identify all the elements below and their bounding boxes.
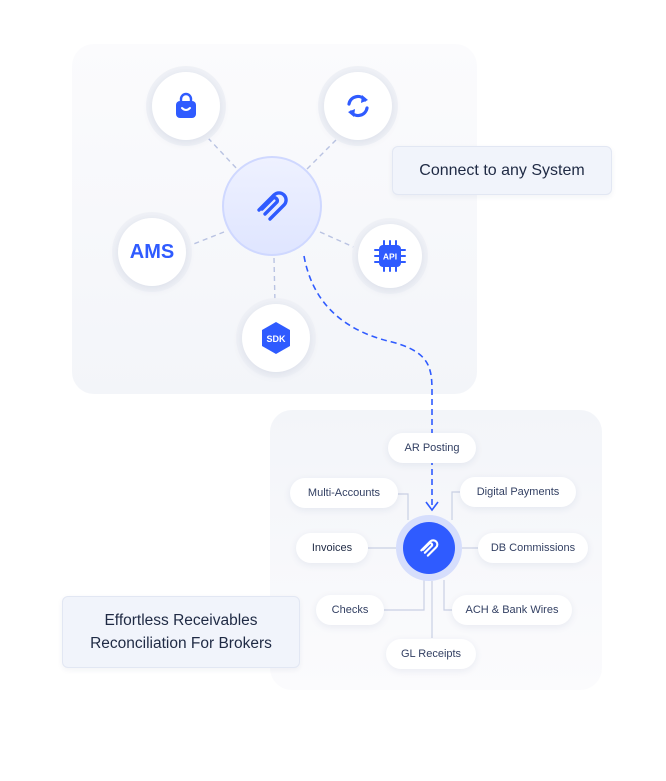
- api-chip-icon: API: [374, 240, 406, 272]
- effortless-callout: Effortless Receivables Reconciliation Fo…: [62, 596, 300, 668]
- connector-sdk: [273, 257, 276, 305]
- pill-checks: Checks: [316, 595, 384, 625]
- effortless-callout-text: Effortless Receivables Reconciliation Fo…: [90, 609, 272, 655]
- pill-ar-posting: AR Posting: [388, 433, 476, 463]
- ams-label: AMS: [129, 240, 175, 263]
- pill-ach-bank-wires: ACH & Bank Wires: [452, 595, 572, 625]
- pill-digital-payments: Digital Payments: [460, 477, 576, 507]
- hub-bottom: [396, 515, 462, 581]
- pill-invoices-label: Invoices: [311, 542, 353, 554]
- node-sdk: SDK: [242, 304, 310, 372]
- effortless-line-2: Reconciliation For Brokers: [90, 635, 272, 652]
- connector-api: [319, 231, 359, 250]
- pill-digital-payments-label: Digital Payments: [476, 486, 560, 498]
- pill-gl-receipts-label: GL Receipts: [400, 648, 462, 660]
- node-sync: [324, 72, 392, 140]
- node-shopping-bag: [152, 72, 220, 140]
- node-api: API: [358, 224, 422, 288]
- hub-bottom-inner: [403, 522, 455, 574]
- connector-sync: [305, 139, 337, 171]
- paperclip-logo-icon: [257, 191, 288, 221]
- pill-ach-bank-wires-label: ACH & Bank Wires: [465, 604, 559, 616]
- effortless-line-1: Effortless Receivables: [104, 612, 258, 629]
- connector-ams: [185, 231, 225, 248]
- arrow-head: [425, 501, 439, 512]
- pill-gl-receipts: GL Receipts: [386, 639, 476, 669]
- pill-ar-posting-label: AR Posting: [404, 442, 460, 454]
- pill-invoices: Invoices: [296, 533, 368, 563]
- shopping-bag-icon: [176, 92, 196, 118]
- sync-icon: [347, 94, 369, 118]
- node-ams: AMS: [118, 218, 186, 286]
- sdk-label: SDK: [266, 334, 286, 344]
- pill-db-commissions: DB Commissions: [478, 533, 588, 563]
- connector-main-flow: [303, 255, 433, 506]
- pill-db-commissions-label: DB Commissions: [490, 542, 576, 554]
- connector-digital-payments: [451, 491, 460, 520]
- paperclip-logo-icon: [420, 539, 439, 557]
- pill-multi-accounts: Multi-Accounts: [290, 478, 398, 508]
- connect-callout: Connect to any System: [392, 146, 612, 195]
- connect-callout-text: Connect to any System: [419, 161, 585, 179]
- pill-multi-accounts-label: Multi-Accounts: [307, 487, 381, 499]
- api-label: API: [383, 252, 397, 262]
- hub-top: [222, 156, 322, 256]
- sdk-hexagon-icon: SDK: [262, 322, 290, 354]
- connector-checks: [384, 580, 425, 611]
- connector-multi-accounts: [398, 493, 409, 520]
- pill-checks-label: Checks: [331, 604, 369, 616]
- connector-shopping: [207, 137, 239, 171]
